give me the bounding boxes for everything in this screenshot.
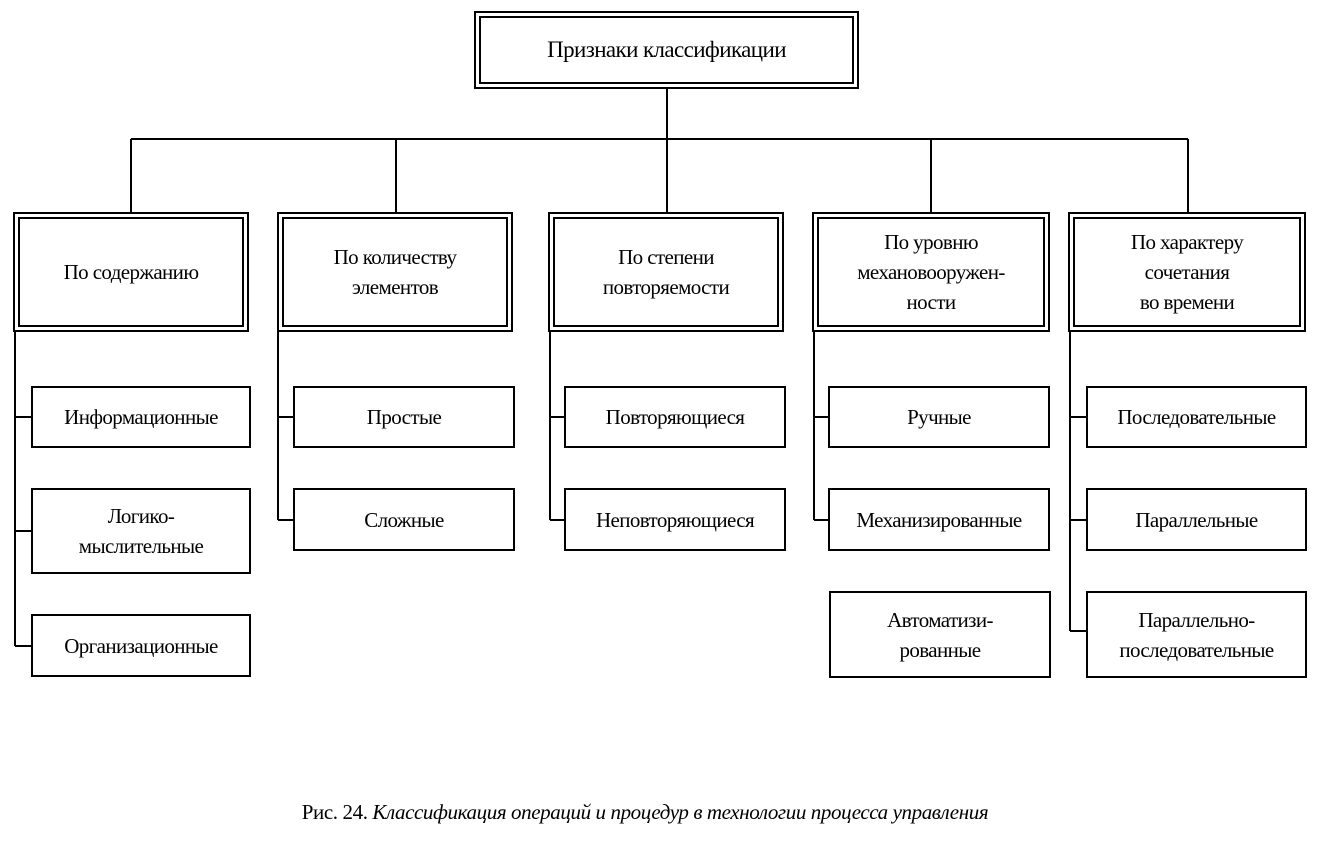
item-node: Механизированные [828,488,1050,551]
item-label: Неповторяющиеся [595,507,755,532]
item-label: Механизированные [856,507,1022,532]
item-label: Информационные [64,405,218,429]
category-node-repeatability: По степени повторяемости [548,212,784,332]
category-node-elements-count: По количеству элементов [277,212,513,332]
item-node: Последовательные [1086,386,1307,448]
root-label: Признаки классификации [547,37,786,62]
item-label: Логико- мыслительные [78,504,204,558]
item-label: Автоматизи- рованные [887,607,993,662]
item-label: Простые [366,405,442,429]
category-node-time-combination: По характеру сочетания во времени [1068,212,1306,332]
item-node: Информационные [31,386,251,448]
item-label: Сложные [364,507,444,532]
item-node: Неповторяющиеся [564,488,786,551]
caption-prefix: Рис. 24. [301,800,368,824]
caption-text: Классификация операций и процедур в техн… [372,800,989,824]
category-label: По количеству элементов [333,245,457,299]
item-node: Повторяющиеся [564,386,786,448]
item-node: Ручные [828,386,1050,448]
category-label: По характеру сочетания во времени [1130,230,1244,314]
category-label: По уровню механовооружен- ности [857,230,1005,314]
item-label: Последовательные [1117,405,1276,429]
item-node: Автоматизи- рованные [829,591,1051,678]
category-label: По степени повторяемости [602,245,730,299]
item-label: Ручные [907,405,971,429]
figure-caption: Рис. 24. Классификация операций и процед… [0,800,1290,825]
item-label: Организационные [64,633,218,658]
item-label: Повторяющиеся [605,405,745,429]
item-node: Параллельно- последовательные [1086,591,1307,678]
root-node: Признаки классификации [474,11,859,89]
category-node-content: По содержанию [13,212,249,332]
item-label: Параллельно- последовательные [1119,607,1274,662]
item-node: Организационные [31,614,251,677]
item-node: Простые [293,386,515,448]
item-label: Параллельные [1135,507,1258,532]
item-node: Параллельные [1086,488,1307,551]
item-node: Сложные [293,488,515,551]
item-node: Логико- мыслительные [31,488,251,574]
category-node-mechanization: По уровню механовооружен- ности [812,212,1050,332]
category-label: По содержанию [63,260,199,284]
